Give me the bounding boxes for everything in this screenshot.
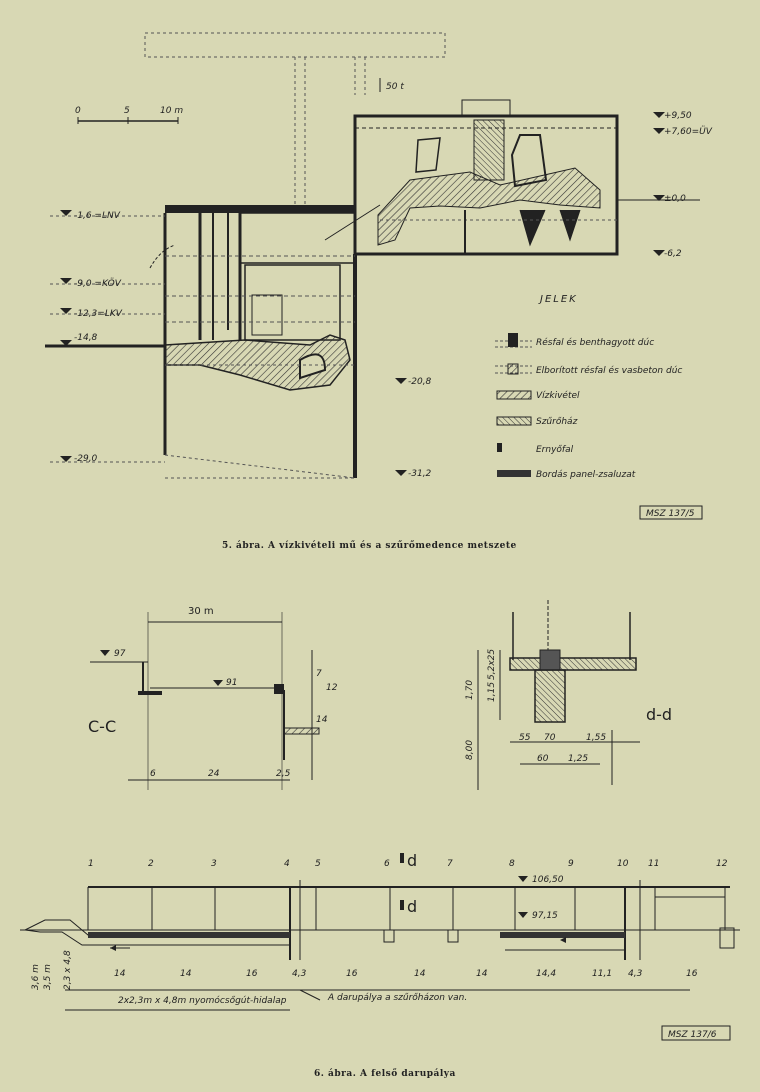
cc-dim-12: 12 — [326, 683, 338, 693]
fig6-crane — [20, 853, 740, 1011]
fig6-span-9: 11,1 — [592, 969, 612, 979]
fig6-span-4: 4,3 — [292, 969, 307, 979]
fig6-num-11: 11 — [648, 859, 659, 869]
scale-0: 0 — [75, 106, 81, 116]
cc-dim-6: 6 — [150, 769, 156, 779]
level-14-8: -14,8 — [74, 333, 98, 343]
scale-10: 10 m — [160, 106, 183, 116]
dd-dim-55: 55 — [519, 733, 531, 743]
level-lkv: -12,3=LKV — [74, 309, 123, 319]
fig6-lvl-97: 97,15 — [532, 911, 558, 921]
fig6-span-3: 16 — [246, 969, 258, 979]
level-20-8: -20,8 — [408, 377, 432, 387]
fig6-span-1: 14 — [114, 969, 126, 979]
level-6-2: -6,2 — [664, 249, 682, 259]
level-31-2: -31,2 — [408, 469, 432, 479]
cc-span: 30 m — [188, 606, 214, 617]
level-7-60: +7,60=ÜV — [664, 126, 713, 137]
level-lnv: -1,6 =LNV — [74, 211, 121, 221]
fig6-d-bottom: d — [407, 897, 417, 916]
dd-dim-125: 1,25 — [568, 754, 588, 764]
fig6-d-top: d — [407, 851, 417, 870]
fig6-num-1: 1 — [88, 859, 94, 869]
fig5-labels: 50 t 0 5 10 m +9,50 +7,60=ÜV ±0,0 -6,2 -… — [74, 82, 713, 479]
cc-label: C-C — [88, 717, 116, 736]
fig6-labels: 1 2 3 4 5 6 7 8 9 10 11 12 d d 106,50 97… — [31, 851, 728, 1006]
legend-item-5: Ernyőfal — [536, 445, 574, 455]
dd-dim-70: 70 — [544, 733, 556, 743]
fig6-pipe-note: 2x2,3m x 4,8m nyomócsőgút-hidalap — [118, 995, 287, 1006]
dd-dim-800: 8,00 — [465, 740, 475, 760]
fig6-num-2: 2 — [148, 859, 154, 869]
cc-dim-7: 7 — [316, 669, 322, 679]
level-0: ±0,0 — [664, 194, 686, 204]
cc-dim-2-5: 2,5 — [276, 769, 291, 779]
cc-dim-14: 14 — [316, 715, 328, 725]
fig6-left-dim-1: 3,6 m — [31, 964, 41, 990]
fig6-ref: MSZ 137/6 — [668, 1030, 717, 1040]
fig6-num-7: 7 — [447, 859, 453, 869]
cc-lvl97: 97 — [114, 649, 126, 659]
fig5-ref: MSZ 137/5 — [646, 509, 695, 519]
dd-dim-115: 1,15 — [487, 682, 497, 702]
legend-item-1: Résfal és benthagyott dúc — [536, 337, 654, 348]
load-label: 50 t — [386, 82, 404, 92]
legend-item-4: Szűrőház — [536, 417, 578, 427]
fig6-num-8: 8 — [509, 859, 515, 869]
fig6-num-3: 3 — [211, 859, 217, 869]
dd-label: d-d — [646, 705, 672, 724]
dd-dim-60: 60 — [537, 754, 549, 764]
fig5-legend: JELEK Résfal és benthagyott dúc Elboríto… — [495, 294, 682, 480]
fig6-num-9: 9 — [568, 859, 574, 869]
fig6-span-5: 16 — [346, 969, 358, 979]
fig5-caption: 5. ábra. A vízkivételi mű és a szűrőmede… — [222, 540, 517, 551]
section-cc: C-C 30 m 97 91 6 24 2,5 7 12 14 — [88, 606, 338, 790]
scale-5: 5 — [124, 106, 130, 116]
level-9-50: +9,50 — [664, 111, 692, 121]
legend-item-2: Elborított résfal és vasbeton dúc — [536, 365, 682, 376]
dd-dim-52x25: 5,2x25 — [487, 649, 497, 680]
fig6-span-6: 14 — [414, 969, 426, 979]
section-dd: d-d 1,70 1,15 5,2x25 8,00 55 70 1,55 60 … — [465, 600, 672, 790]
fig6-num-4: 4 — [284, 859, 290, 869]
fig5-level-marks — [50, 112, 700, 476]
legend-item-6: Bordás panel-zsaluzat — [536, 470, 636, 480]
level-kov: -9,0 =KÖV — [74, 278, 122, 289]
fig6-left-dim-3: 2,3 x 4,8 — [63, 950, 73, 990]
fig6-span-11: 16 — [686, 969, 698, 979]
legend-item-3: Vízkivétel — [536, 390, 580, 401]
fig6-num-5: 5 — [315, 859, 321, 869]
dd-dim-170: 1,70 — [465, 680, 475, 700]
fig6-crane-note: A darupálya a szűrőházon van. — [327, 993, 467, 1003]
fig6-left-dim-2: 3,5 m — [43, 964, 53, 990]
fig6-num-10: 10 — [617, 859, 629, 869]
fig5-section — [45, 32, 619, 479]
level-29: -29,0 — [74, 454, 98, 464]
dd-dim-155: 1,55 — [586, 733, 606, 743]
cc-lvl91: 91 — [226, 678, 237, 688]
fig6-span-7: 14 — [476, 969, 488, 979]
fig6-span-2: 14 — [180, 969, 192, 979]
fig6-num-6: 6 — [384, 859, 390, 869]
cc-dim-24: 24 — [208, 769, 220, 779]
legend-title: JELEK — [538, 294, 578, 305]
fig6-span-8: 14,4 — [536, 969, 556, 979]
fig6-num-12: 12 — [716, 859, 728, 869]
fig6-span-10: 4,3 — [628, 969, 643, 979]
fig6-caption: 6. ábra. A felső darupálya — [314, 1068, 456, 1079]
fig6-lvl-106: 106,50 — [532, 875, 564, 885]
